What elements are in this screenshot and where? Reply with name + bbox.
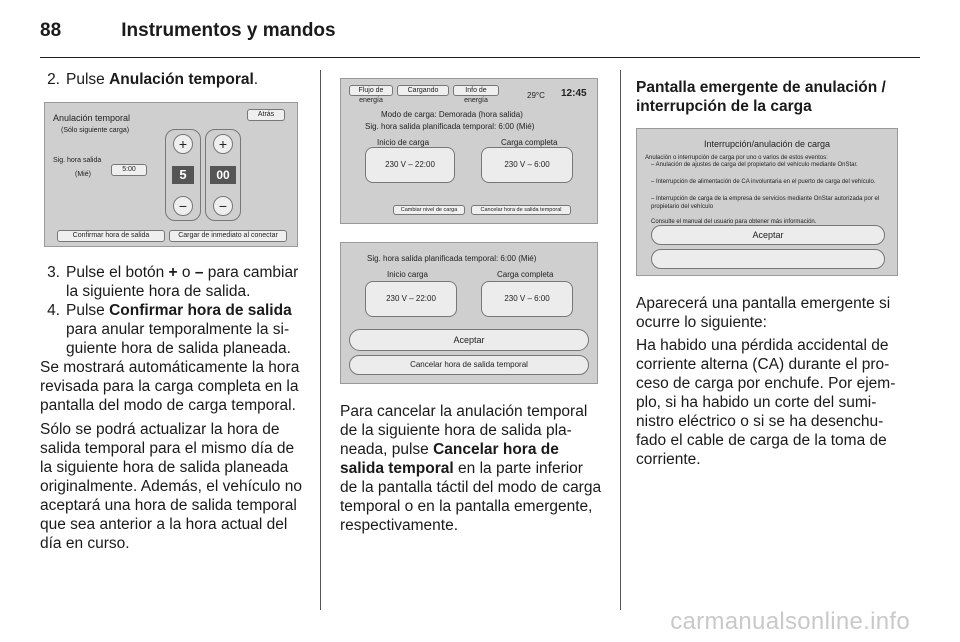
step-2: 2. Pulse Anulación temporal. (40, 70, 302, 89)
temperature: 29°C (527, 91, 545, 100)
full-value: 230 V – 6:00 (481, 281, 573, 317)
column-3: Pantalla emergente de anulación / interr… (636, 70, 902, 469)
start-label: Inicio carga (387, 270, 428, 279)
minute-value: 00 (210, 166, 236, 184)
full-label: Carga completa (501, 138, 558, 147)
header-rule (40, 57, 920, 58)
watermark: carmanualsonline.info (670, 608, 910, 635)
step-3: 3. Pulse el botón + o – para cambiar la … (40, 263, 302, 301)
paragraph: Para cancelar la anulación temporal de l… (340, 402, 604, 535)
cancel-temporary-button[interactable]: Cancelar hora de salida temporal (471, 205, 571, 215)
step-text: Pulse el botón + o – para cambiar la sig… (66, 263, 302, 301)
departure-label: Sig. hora salida (53, 157, 102, 164)
charge-now-button[interactable]: Cargar de inmediato al conectar (169, 230, 287, 242)
planned-departure: Sig. hora salida planificada temporal: 6… (367, 254, 537, 263)
day-label: (Mié) (75, 171, 91, 178)
step-text-a: Pulse el botón (66, 264, 169, 281)
minute-plus-button[interactable]: + (213, 134, 233, 154)
column-divider-1 (320, 70, 321, 610)
screen-subtitle: (Sólo siguiente carga) (61, 127, 130, 134)
popup-item: – Interrupción de alimentación de CA inv… (651, 179, 876, 185)
page-title: Instrumentos y mandos (121, 20, 336, 41)
popup-title: Interrupción/anulación de carga (703, 139, 831, 149)
start-value: 230 V – 22:00 (365, 281, 457, 317)
popup-consult: Consulte el manual del usuario para obte… (651, 219, 817, 225)
step-text: Pulse Anulación temporal. (66, 70, 302, 89)
step-number: 4. (47, 302, 60, 319)
charge-mode: Modo de carga: Demorada (hora salida) (381, 110, 523, 119)
paragraph: Aparecerá una pantalla emergente si ocur… (636, 295, 891, 331)
step-text-post: para anular temporalmente la si­guiente … (66, 321, 291, 357)
paragraph: Sólo se podrá actualizar la hora de sali… (40, 421, 302, 552)
paragraph: Se mostrará automáticamente la hora revi… (40, 359, 300, 414)
minute-minus-button[interactable]: − (213, 196, 233, 216)
tab-energy-info[interactable]: Info de energía (453, 85, 499, 104)
step-text-pre: Pulse (66, 71, 110, 88)
accept-button[interactable]: Aceptar (349, 329, 589, 351)
time-field[interactable]: 5:00 (111, 164, 147, 176)
step-text-b: o (177, 264, 195, 281)
page-number: 88 (40, 20, 62, 41)
step-bold: Anulación temporal (109, 71, 254, 88)
popup-intro: Anulación o interrupción de carga por un… (645, 155, 828, 161)
tab-charging[interactable]: Cargando (397, 85, 449, 96)
hour-value: 5 (172, 166, 194, 184)
minute-stepper: + 00 − (205, 129, 241, 221)
section-heading: Pantalla emergente de anulación / interr… (636, 79, 886, 115)
back-button[interactable]: Atrás (247, 109, 285, 121)
step-number: 3. (47, 264, 60, 281)
step-text-pre: Pulse (66, 302, 110, 319)
step-bold: Confirmar hora de salida (109, 302, 292, 319)
column-1: 2. Pulse Anulación temporal. Anulación t… (40, 70, 302, 553)
empty-button[interactable] (651, 249, 885, 269)
popup-item: – Interrupción de carga de la empresa de… (651, 196, 880, 210)
start-value: 230 V – 22:00 (365, 147, 455, 183)
step-number: 2. (47, 71, 60, 88)
change-level-button[interactable]: Cambiar nivel de carga (393, 205, 465, 215)
tab-energy-flow[interactable]: Flujo de energía (349, 85, 393, 104)
full-label: Carga completa (497, 270, 554, 279)
paragraph-text-b: en la parte inferior de la pan­talla tác… (340, 460, 602, 534)
cancel-temporary-button[interactable]: Cancelar hora de salida temporal (349, 355, 589, 375)
clock: 12:45 (561, 88, 587, 99)
minus-symbol: – (194, 264, 204, 281)
plus-symbol: + (168, 264, 178, 281)
paragraph-text-a: Para cancelar la anulación temporal de l… (340, 403, 588, 458)
step-text-c: para cambiar la siguiente hora de salida… (66, 264, 299, 300)
accept-button[interactable]: Aceptar (651, 225, 885, 245)
screenshot-anulacion-temporal: Anulación temporal (Sólo siguiente carga… (44, 102, 298, 247)
planned-departure: Sig. hora salida planificada temporal: 6… (365, 122, 535, 131)
full-value: 230 V – 6:00 (481, 147, 573, 183)
paragraph-bold: Cancelar hora de salida temporal (340, 441, 559, 477)
popup-item: – Anulación de ajustes de carga del prop… (651, 162, 858, 168)
screenshot-charge-mode: Flujo de energía Cargando Info de energí… (340, 78, 598, 224)
step-text: Pulse Confirmar hora de salida para anul… (66, 301, 302, 358)
paragraph: Ha habido una pérdida accidental de corr… (636, 337, 896, 468)
hour-plus-button[interactable]: + (173, 134, 193, 154)
screen-title: Anulación temporal (53, 113, 131, 123)
screenshot-popup-cancel: Sig. hora salida planificada temporal: 6… (340, 242, 598, 384)
page-header: 88 Instrumentos y mandos (40, 20, 336, 42)
start-label: Inicio de carga (377, 138, 430, 147)
screenshot-interruption-popup: Interrupción/anulación de carga Anulació… (636, 128, 898, 276)
column-divider-2 (620, 70, 621, 610)
confirm-departure-button[interactable]: Confirmar hora de salida (57, 230, 165, 242)
step-4: 4. Pulse Confirmar hora de salida para a… (40, 301, 302, 358)
step-text-post: . (253, 71, 259, 88)
column-2: Flujo de energía Cargando Info de energí… (340, 70, 604, 535)
hour-minus-button[interactable]: − (173, 196, 193, 216)
hour-stepper: + 5 − (165, 129, 201, 221)
